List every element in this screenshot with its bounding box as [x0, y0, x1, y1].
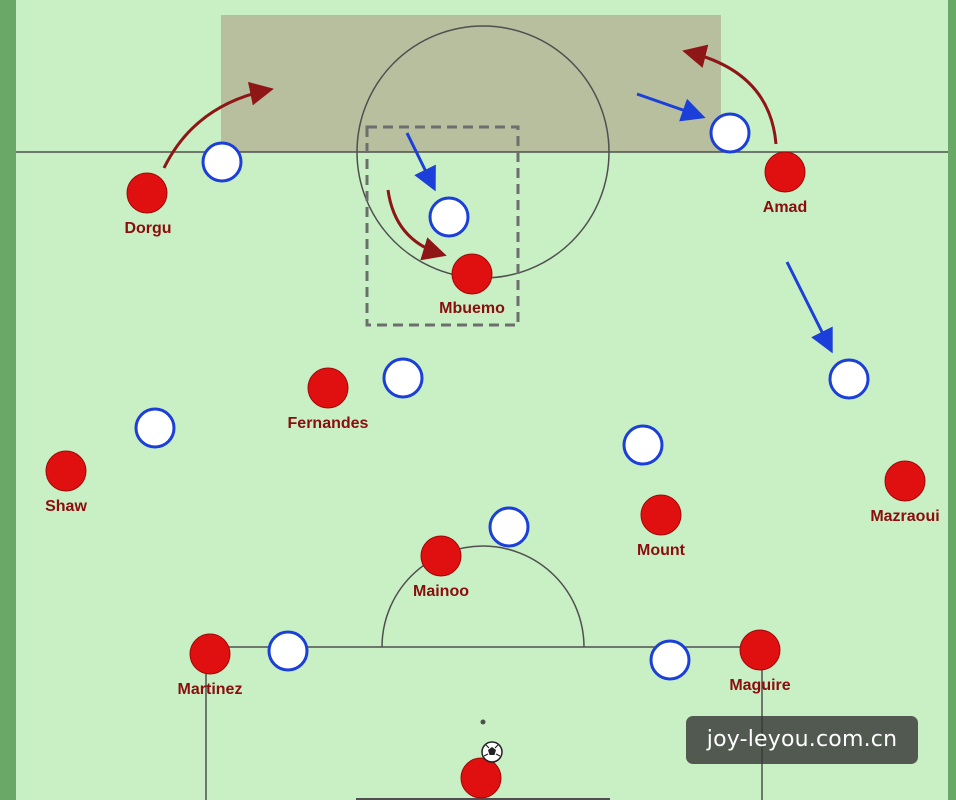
label-mainoo: Mainoo	[413, 583, 469, 600]
player-fernandes	[307, 367, 349, 409]
opponent-marker	[828, 358, 870, 400]
label-maguire: Maguire	[729, 677, 790, 694]
opponent-marker	[622, 424, 664, 466]
player-mbuemo	[451, 253, 493, 295]
penalty-spot	[480, 719, 486, 725]
label-mount: Mount	[637, 542, 686, 559]
blue-arrow-top-right	[636, 92, 706, 122]
label-dorgu: Dorgu	[124, 220, 171, 237]
blue-arrow-right	[785, 261, 833, 354]
player-shaw	[45, 450, 87, 492]
player-mount	[640, 494, 682, 536]
label-mbuemo: Mbuemo	[439, 300, 505, 317]
opponent-marker	[201, 141, 243, 183]
ball-icon	[481, 741, 503, 763]
label-amad: Amad	[763, 199, 807, 216]
amad-run-arrow	[682, 44, 778, 145]
opponent-marker	[267, 630, 309, 672]
opponent-marker	[649, 639, 691, 681]
player-mazraoui	[884, 460, 926, 502]
opponent-marker	[428, 196, 470, 238]
opponent-marker	[709, 112, 751, 154]
player-martinez	[189, 633, 231, 675]
team-players	[45, 151, 926, 799]
player-dorgu	[126, 172, 168, 214]
opponent-marker	[488, 506, 530, 548]
dashed-zone-box	[365, 125, 520, 327]
blue-arrow-center	[405, 132, 436, 192]
player-amad	[764, 151, 806, 193]
player-goalkeeper	[460, 757, 502, 799]
watermark: joy-leyou.com.cn	[686, 716, 918, 764]
opponent-marker	[134, 407, 176, 449]
label-fernandes: Fernandes	[288, 415, 369, 432]
shaded-zone	[221, 15, 721, 152]
opponent-markers	[134, 112, 870, 681]
label-mazraoui: Mazraoui	[870, 508, 939, 525]
penalty-arc	[381, 545, 585, 648]
player-mainoo	[420, 535, 462, 577]
label-shaw: Shaw	[45, 498, 87, 515]
dorgu-run-arrow	[162, 81, 274, 169]
label-martinez: Martinez	[178, 681, 243, 698]
player-maguire	[739, 629, 781, 671]
opponent-marker	[382, 357, 424, 399]
mbuemo-run-arrow	[386, 189, 447, 261]
